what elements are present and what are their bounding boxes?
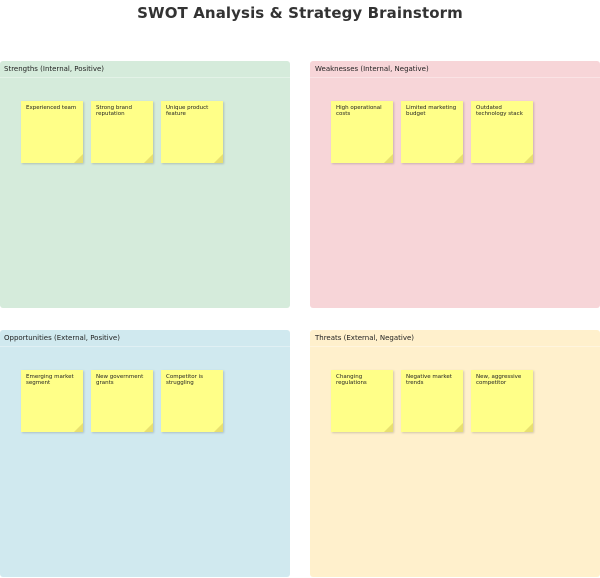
quadrant-header-weaknesses: Weaknesses (Internal, Negative)	[310, 61, 600, 78]
sticky-note-text: Limited marketing budget	[406, 105, 457, 117]
page-curl-icon	[214, 423, 223, 432]
quadrant-header-strengths: Strengths (Internal, Positive)	[0, 61, 290, 78]
page-curl-icon	[74, 423, 83, 432]
quadrant-weaknesses: Weaknesses (Internal, Negative) High ope…	[310, 61, 600, 308]
sticky-note[interactable]: Limited marketing budget	[401, 101, 463, 163]
notes-threats: Changing regulations Negative market tre…	[331, 370, 533, 432]
sticky-note[interactable]: Emerging market segment	[21, 370, 83, 432]
sticky-note-text: Strong brand reputation	[96, 105, 132, 117]
sticky-note-text: Emerging market segment	[26, 374, 74, 386]
sticky-note-text: High operational costs	[336, 105, 382, 117]
page-curl-icon	[454, 154, 463, 163]
sticky-note[interactable]: Competitor is struggling	[161, 370, 223, 432]
sticky-note[interactable]: Changing regulations	[331, 370, 393, 432]
sticky-note-text: Unique product feature	[166, 105, 209, 117]
page-curl-icon	[144, 423, 153, 432]
sticky-note-text: New government grants	[96, 374, 144, 386]
sticky-note[interactable]: High operational costs	[331, 101, 393, 163]
sticky-note-text: Outdated technology stack	[476, 105, 523, 117]
quadrant-strengths: Strengths (Internal, Positive) Experienc…	[0, 61, 290, 308]
sticky-note[interactable]: New, aggressive competitor	[471, 370, 533, 432]
notes-strengths: Experienced team Strong brand reputation…	[21, 101, 223, 163]
page-curl-icon	[524, 423, 533, 432]
sticky-note-text: Negative market trends	[406, 374, 452, 386]
quadrant-threats: Threats (External, Negative) Changing re…	[310, 330, 600, 577]
quadrant-header-opportunities: Opportunities (External, Positive)	[0, 330, 290, 347]
sticky-note[interactable]: New government grants	[91, 370, 153, 432]
sticky-note-text: Changing regulations	[336, 374, 367, 386]
sticky-note-text: Competitor is struggling	[166, 374, 204, 386]
sticky-note[interactable]: Outdated technology stack	[471, 101, 533, 163]
page-curl-icon	[524, 154, 533, 163]
sticky-note-text: New, aggressive competitor	[476, 374, 522, 386]
quadrant-opportunities: Opportunities (External, Positive) Emerg…	[0, 330, 290, 577]
page-curl-icon	[454, 423, 463, 432]
page-curl-icon	[384, 423, 393, 432]
page-curl-icon	[384, 154, 393, 163]
notes-opportunities: Emerging market segment New government g…	[21, 370, 223, 432]
page-curl-icon	[214, 154, 223, 163]
notes-weaknesses: High operational costs Limited marketing…	[331, 101, 533, 163]
sticky-note[interactable]: Negative market trends	[401, 370, 463, 432]
page-curl-icon	[74, 154, 83, 163]
quadrant-header-threats: Threats (External, Negative)	[310, 330, 600, 347]
board-title: SWOT Analysis & Strategy Brainstorm	[137, 4, 463, 22]
sticky-note[interactable]: Strong brand reputation	[91, 101, 153, 163]
page-curl-icon	[144, 154, 153, 163]
sticky-note-text: Experienced team	[26, 105, 77, 111]
sticky-note[interactable]: Unique product feature	[161, 101, 223, 163]
sticky-note[interactable]: Experienced team	[21, 101, 83, 163]
